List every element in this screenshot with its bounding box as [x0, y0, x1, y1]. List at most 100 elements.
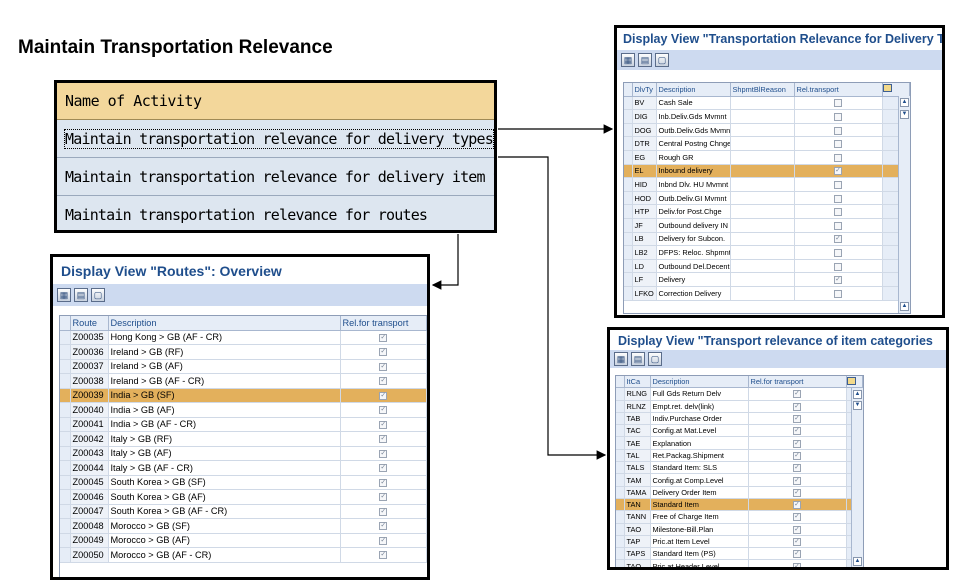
checkbox-icon[interactable]: ✓	[379, 420, 388, 429]
select-all-icon[interactable]: ▦	[621, 53, 635, 67]
row-selector[interactable]	[616, 547, 625, 561]
checkbox-icon[interactable]: ✓	[793, 415, 801, 424]
checkbox-icon[interactable]: ✓	[793, 402, 801, 411]
checkbox-icon[interactable]: ✓	[793, 562, 801, 570]
checkbox-icon[interactable]: ✓	[793, 464, 801, 473]
row-selector[interactable]	[60, 489, 71, 505]
shipment-block-reason[interactable]	[730, 177, 795, 192]
row-selector[interactable]	[60, 504, 71, 519]
row-selector[interactable]	[60, 431, 71, 447]
checkbox-icon[interactable]	[834, 113, 842, 121]
row-selector[interactable]	[60, 388, 71, 403]
select-block-icon[interactable]: ▤	[74, 288, 88, 302]
checkbox-icon[interactable]: ✓	[379, 333, 388, 342]
checkbox-icon[interactable]	[834, 194, 842, 203]
activity-row-delivery-item-types[interactable]: Maintain transportation relevance for de…	[57, 158, 494, 196]
checkbox-icon[interactable]: ✓	[793, 513, 801, 522]
select-all-icon[interactable]: ▦	[614, 352, 628, 366]
row-selector[interactable]	[616, 559, 625, 567]
column-settings-icon[interactable]	[846, 376, 863, 389]
checkbox-icon[interactable]: ✓	[379, 507, 388, 516]
checkbox-icon[interactable]	[834, 99, 842, 108]
shipment-block-reason[interactable]	[730, 96, 795, 111]
shipment-block-reason[interactable]	[730, 218, 795, 233]
scroll-down-icon[interactable]: ▼	[900, 110, 909, 119]
checkbox-icon[interactable]	[834, 289, 842, 298]
row-selector[interactable]	[624, 136, 633, 151]
row-selector[interactable]	[624, 123, 633, 138]
checkbox-icon[interactable]	[834, 140, 842, 149]
activity-row-delivery-types[interactable]: Maintain transportation relevance for de…	[57, 120, 494, 158]
checkbox-icon[interactable]: ✓	[379, 348, 388, 357]
row-selector[interactable]	[616, 510, 625, 524]
checkbox-icon[interactable]: ✓	[379, 478, 388, 487]
row-selector[interactable]	[616, 461, 625, 475]
row-selector[interactable]	[624, 150, 633, 165]
row-selector[interactable]	[616, 473, 625, 487]
vertical-scrollbar[interactable]: ▲ ▼ ▲	[851, 388, 863, 567]
row-selector[interactable]	[60, 359, 71, 374]
checkbox-icon[interactable]	[834, 248, 842, 257]
checkbox-icon[interactable]: ✓	[379, 536, 388, 545]
activity-row-routes[interactable]: Maintain transportation relevance for ro…	[57, 196, 494, 233]
row-selector[interactable]	[624, 286, 633, 301]
checkbox-icon[interactable]: ✓	[793, 439, 801, 448]
row-selector[interactable]	[616, 400, 625, 413]
checkbox-icon[interactable]: ✓	[793, 501, 801, 510]
deselect-all-icon[interactable]: ▢	[655, 53, 669, 67]
row-selector[interactable]	[624, 109, 633, 124]
checkbox-icon[interactable]: ✓	[379, 449, 388, 458]
row-selector[interactable]	[624, 272, 633, 287]
checkbox-icon[interactable]	[834, 262, 842, 271]
row-selector[interactable]	[624, 204, 633, 219]
checkbox-icon[interactable]	[834, 208, 842, 217]
shipment-block-reason[interactable]	[730, 150, 795, 165]
row-selector[interactable]	[616, 523, 625, 536]
row-selector[interactable]	[60, 446, 71, 461]
row-selector[interactable]	[616, 449, 625, 463]
row-selector[interactable]	[60, 330, 71, 345]
row-selector[interactable]	[616, 387, 625, 401]
column-settings-icon[interactable]	[882, 83, 910, 97]
row-selector[interactable]	[616, 535, 625, 549]
row-selector[interactable]	[616, 424, 625, 438]
shipment-block-reason[interactable]	[730, 232, 795, 247]
row-selector[interactable]	[60, 533, 71, 548]
checkbox-icon[interactable]: ✓	[379, 464, 388, 473]
shipment-block-reason[interactable]	[730, 136, 795, 151]
row-selector[interactable]	[624, 245, 633, 260]
checkbox-icon[interactable]: ✓	[793, 538, 801, 547]
checkbox-icon[interactable]	[834, 153, 842, 162]
checkbox-icon[interactable]: ✓	[793, 525, 801, 534]
checkbox-icon[interactable]: ✓	[379, 391, 388, 400]
checkbox-icon[interactable]: ✓	[379, 406, 388, 415]
row-selector[interactable]	[616, 436, 625, 450]
row-selector[interactable]	[60, 475, 71, 490]
